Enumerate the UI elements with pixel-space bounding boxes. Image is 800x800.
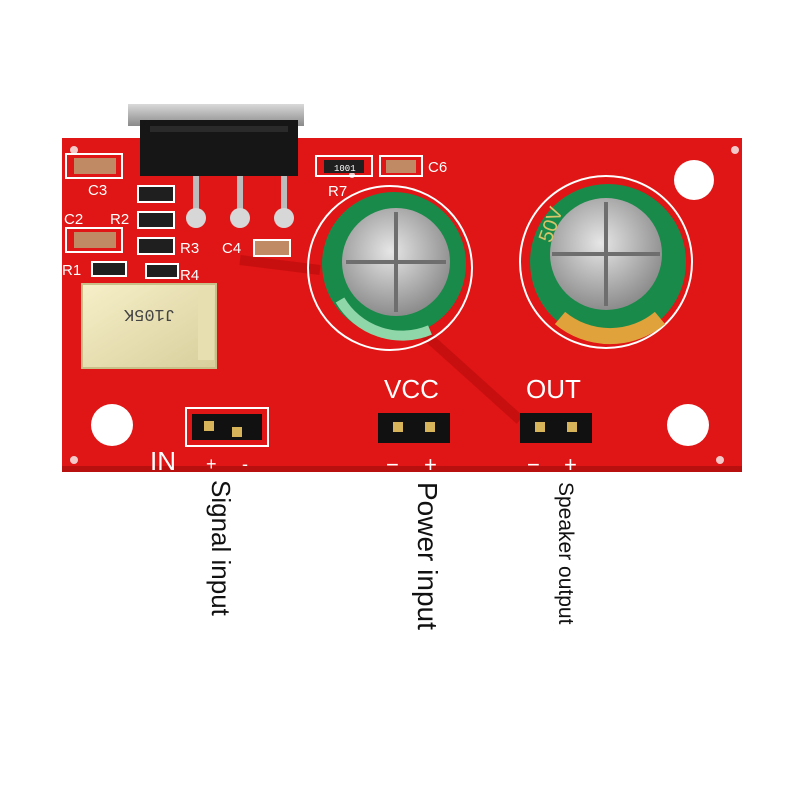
- component-labels: C3 C2 R2 R1 R3 C4 R4 R7 C6: [62, 159, 447, 284]
- label-r1: R1: [62, 262, 81, 279]
- resistor-marking: 1001: [334, 164, 356, 174]
- mounting-hole: [91, 404, 133, 446]
- label-c4: C4: [222, 240, 241, 257]
- label-out: OUT: [526, 374, 581, 404]
- voltage-regulator: [128, 104, 304, 228]
- label-r4: R4: [180, 267, 199, 284]
- pcb-edge-shade: [62, 466, 742, 472]
- callout-speaker-output: Speaker output: [554, 482, 577, 625]
- electrolytic-capacitor-right: 50V: [519, 175, 693, 349]
- label-c6: C6: [428, 159, 447, 176]
- label-out-minus: −: [527, 452, 540, 477]
- label-r7: R7: [328, 183, 347, 200]
- label-r2: R2: [110, 211, 129, 228]
- copper-traces: [239, 255, 524, 424]
- label-r3: R3: [180, 240, 199, 257]
- label-in-plus: +: [206, 454, 217, 474]
- label-c3: C3: [88, 182, 107, 199]
- label-vcc: VCC: [384, 374, 439, 404]
- header-vcc[interactable]: [378, 413, 450, 443]
- label-vcc-plus: +: [424, 452, 437, 477]
- label-c2: C2: [64, 211, 83, 228]
- mounting-hole: [667, 404, 709, 446]
- mounting-hole: [674, 160, 714, 200]
- electrolytic-capacitor-left: [307, 185, 473, 351]
- label-out-plus: +: [564, 452, 577, 477]
- header-in[interactable]: [185, 407, 269, 447]
- header-out[interactable]: [520, 413, 592, 443]
- callout-power-input: Power input: [412, 482, 443, 630]
- smd-components: [65, 153, 423, 279]
- label-in-minus: -: [242, 454, 248, 474]
- callout-signal-input: Signal input: [206, 480, 236, 616]
- film-cap-marking: J105K: [123, 304, 175, 323]
- film-capacitor: J105K: [81, 283, 217, 369]
- label-in: IN: [150, 446, 176, 476]
- label-vcc-minus: −: [386, 452, 399, 477]
